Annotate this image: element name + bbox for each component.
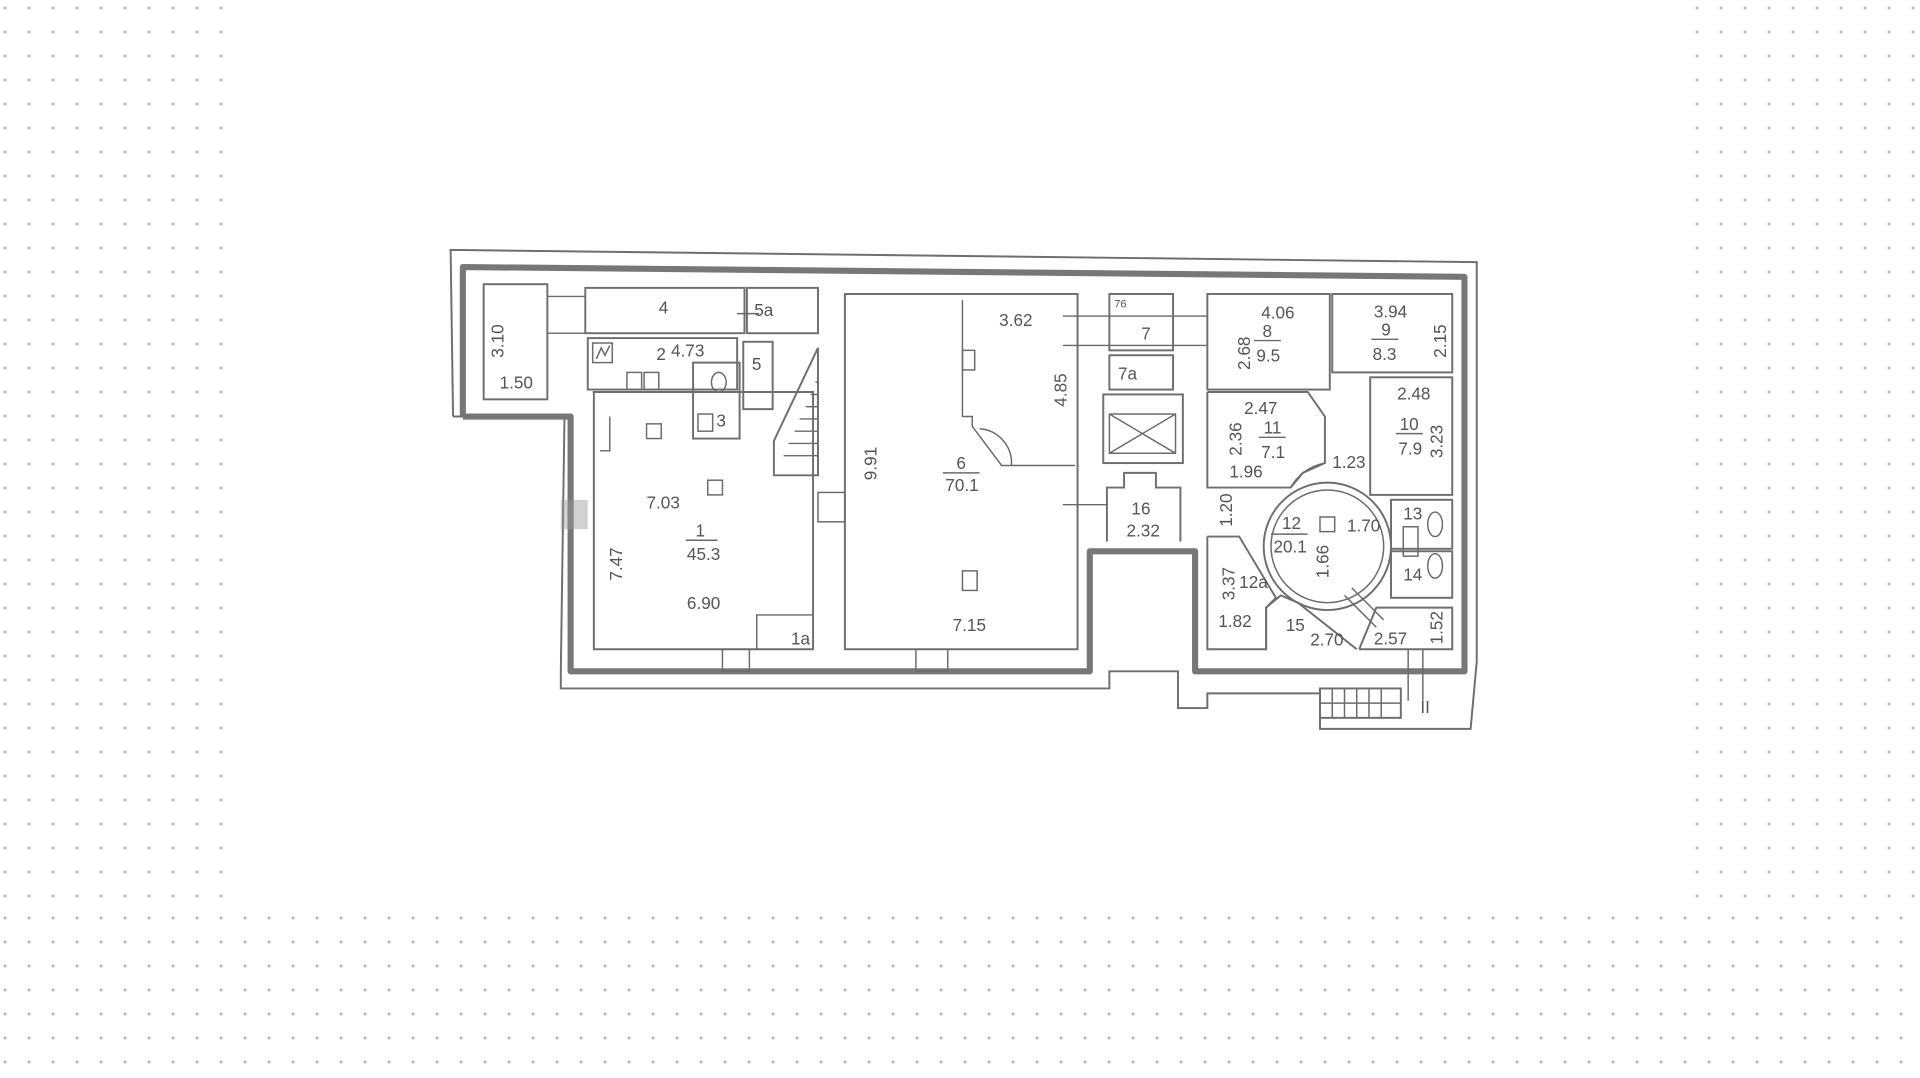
dim-label: 7.47 [606,547,626,580]
room-number: 7a [1118,364,1138,384]
stair-mark: II [1420,697,1430,717]
room-area: 70.1 [945,475,978,495]
dim-label: 4.73 [671,340,704,360]
dim-label: 1.82 [1218,611,1251,631]
dim-label: 2.48 [1397,383,1430,403]
room-number: 2 [656,344,666,364]
room-number: 14 [1403,565,1423,585]
room-area: 8.3 [1373,344,1397,364]
panel-icon [591,342,613,364]
room-number: 11 [1264,418,1282,438]
room-number: 5 [752,354,762,374]
room-number: 13 [1403,503,1422,523]
room-number: 6 [956,453,966,473]
dim-label: 2.70 [1310,630,1343,650]
dot-grid-left [0,0,228,918]
room-number: 3 [716,410,726,430]
room-area: 7.9 [1398,438,1422,458]
dim-label: 3.10 [487,324,507,357]
room-7a: 7a [1108,354,1175,391]
dim-label: 3.23 [1426,425,1446,458]
dim-label: 1.66 [1313,545,1333,578]
room-5: 5 [742,340,774,411]
dim-label: 3.62 [999,310,1032,330]
dim-label: 1.23 [1332,452,1365,472]
room-7: 76 7 [1062,293,1208,352]
room-number: 8 [1262,321,1272,341]
dim-label: 3.94 [1374,301,1408,321]
room-annex: 3.10 1.50 [482,283,586,401]
dim-label: 1.96 [1229,462,1262,482]
dim-label: 1.20 [1216,493,1236,526]
room-6: 3.62 4.85 9.91 6 70.1 7.15 [817,293,1079,673]
room-8: 4.06 8 9.5 2.68 [1206,293,1331,391]
room-10: 2.48 10 7.9 3.23 [1369,376,1454,496]
dot-grid-right [1692,0,1920,918]
room-3: 3 [692,361,741,440]
room-16: 16 2.32 [1062,471,1182,542]
room-9: 3.94 9 8.3 2.15 [1331,293,1454,374]
elevator-shaft [1102,393,1184,465]
dim-label: 1.50 [500,372,533,392]
dim-label: 2.15 [1430,324,1450,357]
outer-envelope [449,248,1478,730]
room-area: 45.3 [687,544,720,564]
dim-label: 1.70 [1347,516,1380,536]
dim-label: 2.57 [1374,628,1407,648]
room-12a: 3.37 12a 1.82 [1206,535,1278,651]
dim-label: 2.47 [1244,398,1277,418]
room-number: 4 [659,298,669,318]
dim-label: 3.37 [1218,567,1238,600]
room-area: 20.1 [1273,536,1306,556]
room-area: 7.1 [1261,442,1285,462]
rooms-13-14: 13 14 [1390,498,1454,599]
room-number: 9 [1381,320,1391,340]
dim-label: 2.68 [1234,337,1254,370]
room-area: 9.5 [1256,345,1280,365]
hatched-column [560,499,588,530]
thick-wall [459,263,1468,675]
room-4: 4 [584,286,746,335]
room-number: 1a [791,628,811,648]
dim-label: 6.90 [687,593,720,613]
room-number: 1 [696,521,706,541]
room-15: 15 2.70 2.57 1.52 [1265,587,1454,651]
dim-label: 4.06 [1261,302,1294,322]
staircase-left [772,347,819,477]
room-number: 16 [1131,498,1150,518]
entrance-stairs: II [1319,649,1430,719]
room-number: 15 [1286,615,1305,635]
room-1: 7.03 1 45.3 7.47 6.90 1a [560,391,815,673]
room-number: 12 [1282,513,1301,533]
dim-label: 4.85 [1051,373,1071,406]
room-number: 7 [1141,323,1151,343]
room-number: 10 [1400,414,1419,434]
dim-label: 2.36 [1226,422,1246,455]
room-5a: 5a [737,286,819,335]
room-area: 2.32 [1127,521,1160,541]
dot-grid-bottom [0,910,1920,1078]
room-2: 2 4.73 [586,337,739,391]
dim-label: 1.52 [1426,611,1446,644]
room-number: 5a [754,300,774,320]
dim-label: 76 [1114,298,1126,310]
dim-label: 7.03 [647,492,680,512]
dim-label: 7.15 [953,615,986,635]
room-number: 12a [1239,572,1268,592]
room-11: 2.47 2.36 11 7.1 1.96 1.23 [1206,391,1366,489]
dim-label: 9.91 [861,447,881,480]
